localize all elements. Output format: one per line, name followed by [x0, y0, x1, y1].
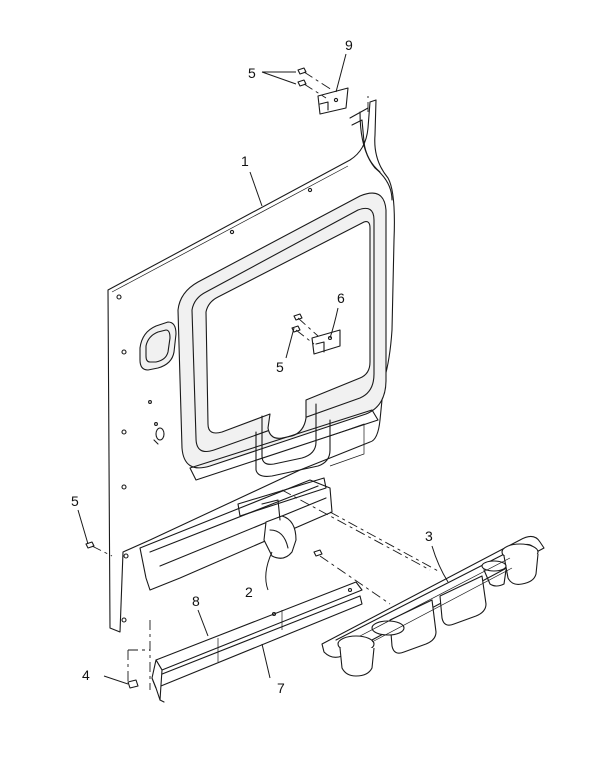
clip — [127, 679, 139, 689]
callout-1: 1 — [241, 153, 249, 169]
callout-8: 8 — [192, 593, 200, 609]
lower-bracket — [139, 477, 333, 591]
callout-2: 2 — [245, 584, 253, 600]
callout-9: 9 — [345, 37, 353, 53]
callout-3: 3 — [425, 528, 433, 544]
leader-lines — [77, 53, 449, 685]
mid-bracket — [311, 329, 341, 355]
screw — [297, 79, 307, 87]
callout-7: 7 — [277, 680, 285, 696]
sill-plate — [151, 581, 363, 703]
cup-holder-tray — [321, 535, 545, 677]
callout-6: 6 — [337, 290, 345, 306]
callout-5-top: 5 — [248, 65, 256, 81]
screw — [313, 549, 323, 557]
callouts: 1 2 3 4 5 5 5 6 7 8 9 — [71, 37, 433, 696]
callout-4: 4 — [82, 667, 90, 683]
screw — [85, 541, 95, 549]
screw — [297, 67, 307, 75]
upper-bracket — [317, 87, 349, 115]
screw — [293, 313, 303, 321]
callout-5-left: 5 — [71, 493, 79, 509]
trim-panel — [107, 99, 395, 633]
callout-5-mid: 5 — [276, 359, 284, 375]
assembly-lines — [91, 71, 441, 690]
